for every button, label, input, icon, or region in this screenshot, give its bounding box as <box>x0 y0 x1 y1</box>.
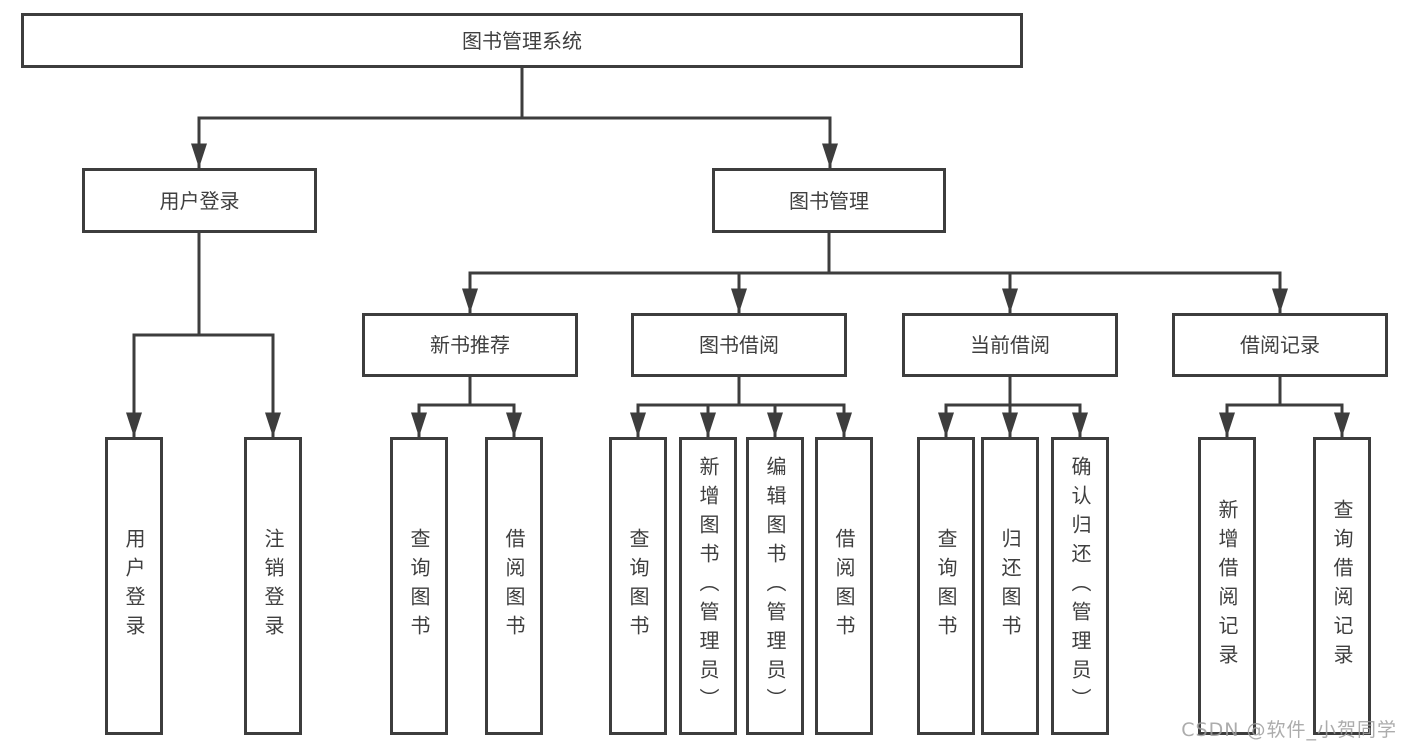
node-book-borrow: 图书借阅 <box>631 313 847 377</box>
leaf-edit-books-admin: 编辑图书（管理员） <box>746 437 804 735</box>
node-user-login: 用户登录 <box>82 168 317 233</box>
leaf-return-books: 归还图书 <box>981 437 1039 735</box>
leaf-borrow-books-recommend: 借阅图书 <box>485 437 543 735</box>
node-new-book-recommend: 新书推荐 <box>362 313 578 377</box>
leaf-add-borrow-record: 新增借阅记录 <box>1198 437 1256 735</box>
node-current-borrow: 当前借阅 <box>902 313 1118 377</box>
node-library-system: 图书管理系统 <box>21 13 1023 68</box>
node-borrow-records: 借阅记录 <box>1172 313 1388 377</box>
leaf-confirm-return-admin: 确认归还（管理员） <box>1051 437 1109 735</box>
leaf-query-borrow-record: 查询借阅记录 <box>1313 437 1371 735</box>
leaf-query-books-recommend: 查询图书 <box>390 437 448 735</box>
leaf-logout: 注销登录 <box>244 437 302 735</box>
leaf-query-books-current: 查询图书 <box>917 437 975 735</box>
leaf-query-books-borrow: 查询图书 <box>609 437 667 735</box>
node-book-management: 图书管理 <box>712 168 946 233</box>
leaf-borrow-books: 借阅图书 <box>815 437 873 735</box>
csdn-watermark: CSDN @软件_小贺同学 <box>1181 719 1397 741</box>
leaf-user-login: 用户登录 <box>105 437 163 735</box>
leaf-add-books-admin: 新增图书（管理员） <box>679 437 737 735</box>
